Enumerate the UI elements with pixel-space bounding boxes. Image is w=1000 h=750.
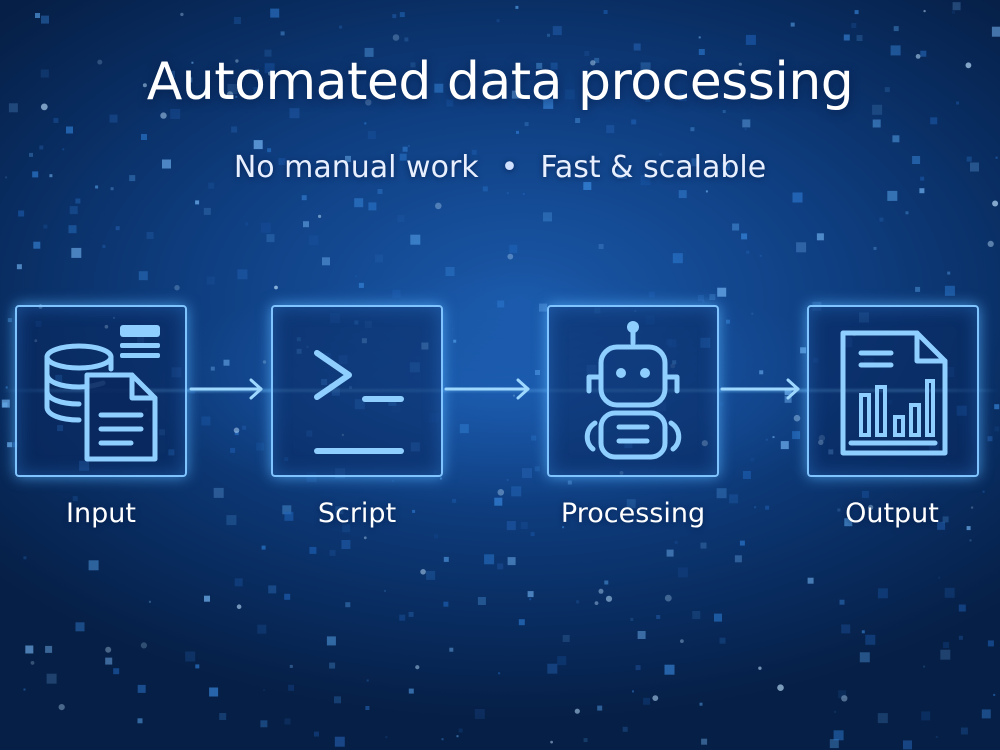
step-input-box [15, 305, 187, 477]
step-processing-label: Processing [560, 498, 706, 529]
arrow-script-to-processing [444, 374, 536, 404]
step-output-box [807, 305, 979, 477]
step-script-box [271, 305, 443, 477]
arrow-processing-to-output [720, 374, 806, 404]
report-chart-icon [840, 330, 948, 456]
page-title: Automated data processing [146, 52, 854, 112]
terminal-prompt-icon [314, 350, 404, 454]
subtitle-separator: • [500, 150, 519, 185]
step-input-label: Input [66, 498, 136, 529]
step-output-label: Output [845, 498, 939, 529]
subtitle-fast-scalable: Fast & scalable [540, 150, 767, 185]
arrow-input-to-script [189, 374, 269, 404]
arrow-right-icon [720, 378, 800, 400]
subtitle-no-manual-work: No manual work [233, 150, 479, 185]
database-document-icon [44, 325, 160, 462]
subtitle: No manual work • Fast & scalable [0, 150, 1000, 185]
robot-icon [584, 321, 682, 460]
step-processing-box [547, 305, 719, 477]
step-script-label: Script [317, 498, 397, 529]
arrow-right-icon [444, 378, 530, 400]
arrow-right-icon [189, 378, 263, 400]
